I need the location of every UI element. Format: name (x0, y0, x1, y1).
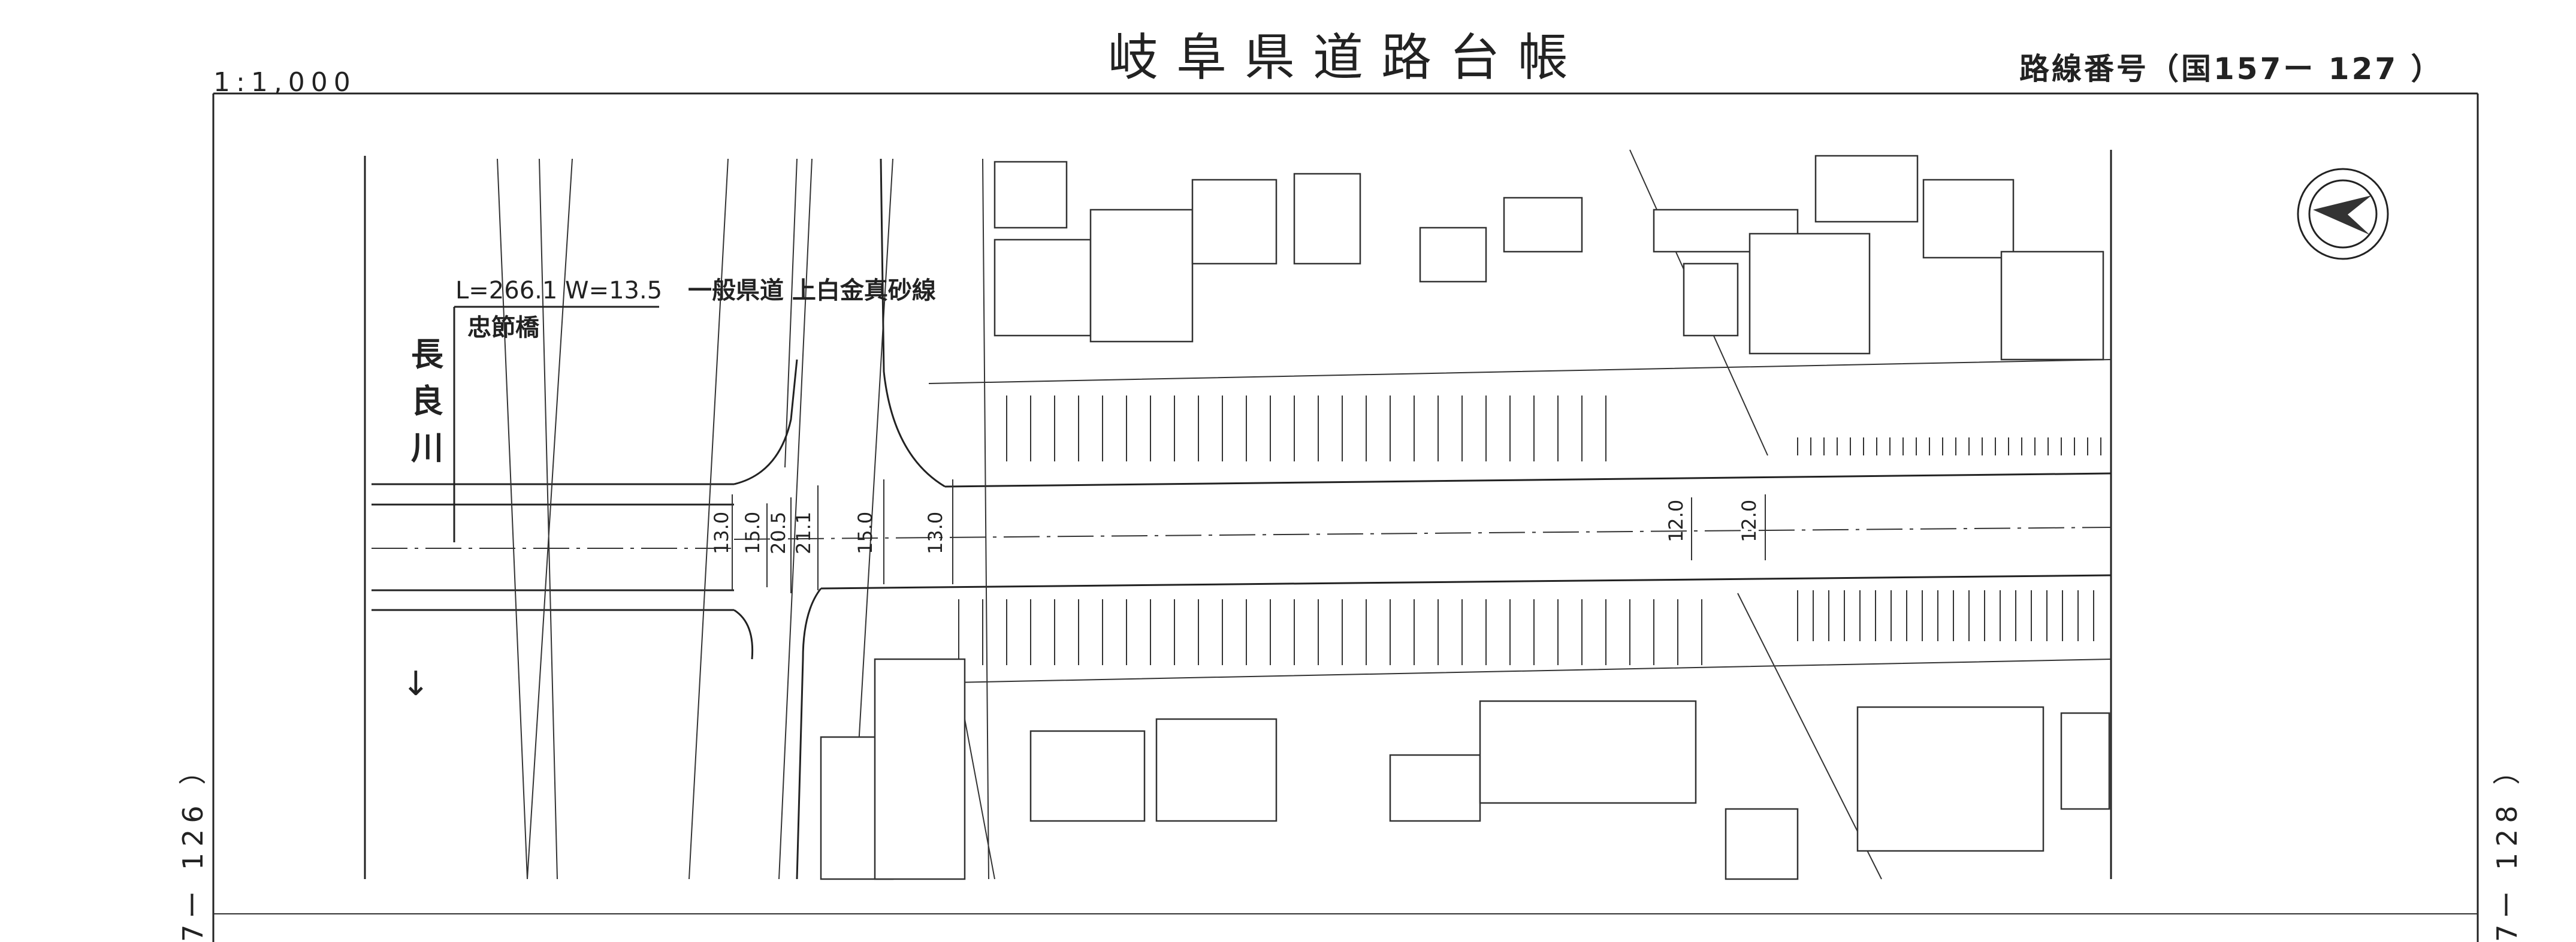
road-name: 一般県道 上白金真砂線 (688, 277, 936, 304)
bridge (372, 483, 734, 611)
main-road (733, 149, 2112, 880)
width-label: 13.0 (710, 512, 733, 554)
width-label: 20.5 (767, 512, 790, 554)
river-name: 長 良 川 (411, 336, 455, 467)
width-label: 12.0 (1738, 500, 1760, 542)
width-label: 15.0 (741, 512, 764, 554)
width-label: 21.1 (792, 512, 815, 554)
bridge-name: 忠節橋 (467, 314, 539, 342)
river-banks (497, 158, 893, 880)
slope-hatching (958, 395, 2101, 665)
width-label: 12.0 (1665, 500, 1687, 542)
north-arrow-icon (2297, 168, 2389, 260)
bridge-spec: L=266.1 W=13.5 (455, 277, 662, 304)
map-drawing: 長 良 川 ↓ L=266.1 W=13.5 一般県道 上白金真砂線 忠節橋 1… (364, 149, 2389, 880)
previous-sheet-link[interactable]: 7ー 126 ） (177, 751, 209, 942)
width-label: 15.0 (854, 512, 877, 554)
road-width-labels: 13.0 15.0 20.5 21.1 15.0 13.0 12.0 12.0 (710, 479, 1766, 593)
next-sheet-link[interactable]: 7ー 128 ） (2491, 751, 2523, 942)
buildings (820, 155, 2110, 880)
river-flow-arrow: ↓ (402, 665, 430, 704)
width-label: 13.0 (924, 512, 947, 554)
route-number: 路線番号（国157ー 127 ） (2019, 52, 2444, 86)
sheet-title: 岐阜県道路台帳 (1108, 28, 1586, 87)
sheet-frame (212, 92, 2479, 942)
